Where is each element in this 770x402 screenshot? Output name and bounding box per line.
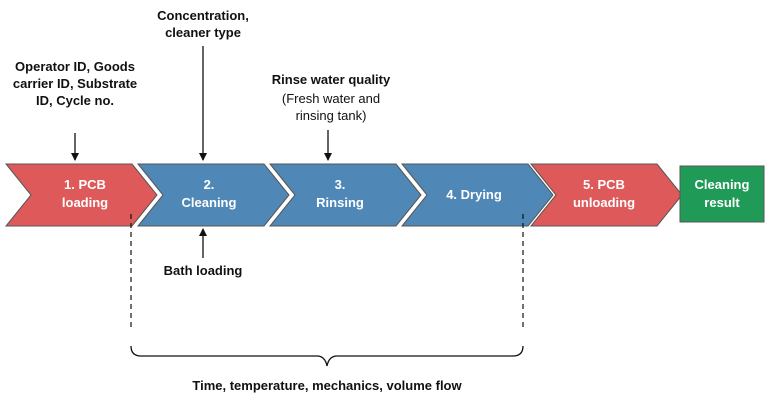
operator-line3: ID, Cycle no. [36,93,114,108]
step-label-line1: 2. [204,177,215,192]
result-shape [679,165,765,223]
step-label-line2: loading [62,195,108,210]
cleaning-result-box: Cleaning result [679,165,765,223]
rinse-detail-line1: (Fresh water and [282,91,380,106]
rinse-detail-line2: rinsing tank) [296,108,367,123]
step-label-line1: 5. PCB [583,177,625,192]
curly-brace [130,345,524,367]
chevron-shape [268,163,422,227]
concentration-line2: cleaner type [165,25,241,40]
operator-info-annotation: Operator ID, Goods carrier ID, Substrate… [13,59,137,161]
step-label-line2: Cleaning [182,195,237,210]
rinse-water-annotation: Rinse water quality (Fresh water and rin… [272,72,391,161]
step-pcb-loading: 1. PCB loading [4,163,158,227]
step-label-line1: 3. [335,177,346,192]
result-label-line2: result [704,195,740,210]
operator-line1: Operator ID, Goods [15,59,135,74]
chevron-shape [4,163,158,227]
concentration-line1: Concentration, [157,8,249,23]
chevron-shape [400,163,554,227]
step-cleaning: 2. Cleaning [136,163,290,227]
chevron-shape [529,163,683,227]
step-label-line1: 4. Drying [446,187,502,202]
operator-line2: carrier ID, Substrate [13,76,137,91]
result-label-line1: Cleaning [695,177,750,192]
rinse-title: Rinse water quality [272,72,391,87]
chevron-shape [136,163,290,227]
step-rinsing: 3. Rinsing [268,163,422,227]
step-label-line2: unloading [573,195,635,210]
bath-loading-label: Bath loading [164,263,243,278]
bath-loading-annotation: Bath loading [164,228,243,278]
step-label-line1: 1. PCB [64,177,106,192]
step-label-line2: Rinsing [316,195,364,210]
concentration-annotation: Concentration, cleaner type [157,8,249,161]
bottom-parameters-label: Time, temperature, mechanics, volume flo… [192,378,462,393]
step-pcb-unloading: 5. PCB unloading [529,163,683,227]
step-drying: 4. Drying [400,163,554,227]
